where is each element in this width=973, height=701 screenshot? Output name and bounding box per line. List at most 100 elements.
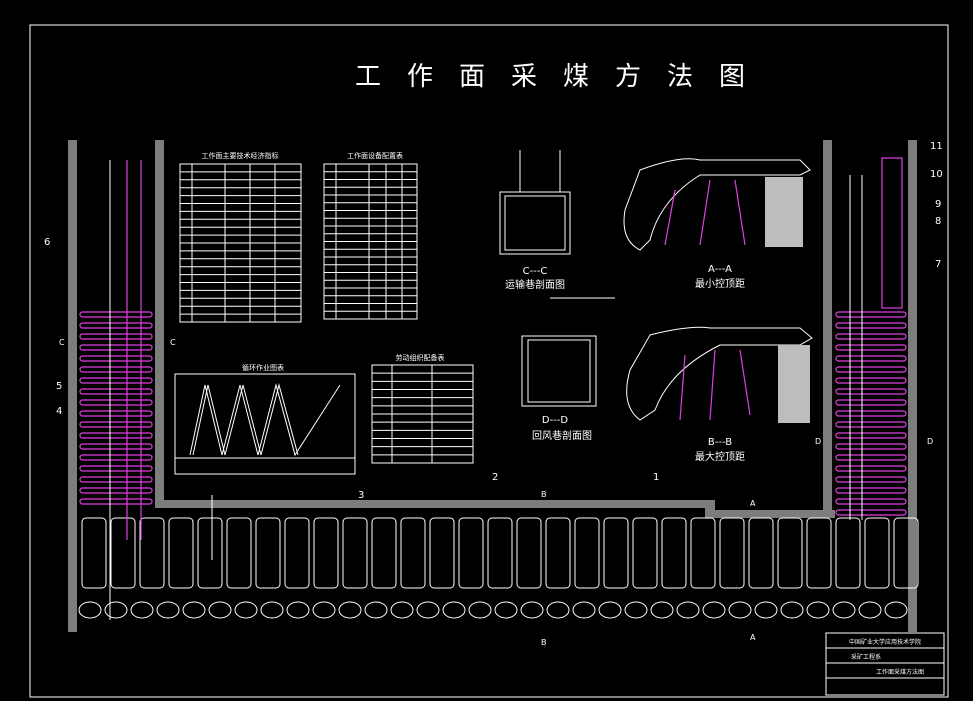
rock-fragment [156, 601, 180, 619]
svg-text:中国矿业大学应用技术学院: 中国矿业大学应用技术学院 [849, 638, 921, 646]
coal-block [458, 517, 484, 589]
support-beam [79, 421, 153, 428]
rock-fragment [572, 601, 596, 619]
support-beam [835, 366, 907, 373]
rock-fragment [676, 601, 700, 619]
support-beam [79, 498, 153, 505]
right-roadway-supports [835, 311, 907, 516]
svg-text:运输巷剖面图: 运输巷剖面图 [505, 278, 565, 291]
svg-text:A---A: A---A [708, 264, 732, 275]
svg-text:11: 11 [930, 141, 943, 152]
rock-fragment [468, 601, 492, 619]
svg-text:工作面主要技术经济指标: 工作面主要技术经济指标 [202, 151, 279, 160]
support-beam [835, 498, 907, 505]
coal-block [777, 517, 803, 589]
coal-block [429, 517, 455, 589]
coal-face [78, 517, 919, 619]
svg-text:8: 8 [935, 216, 941, 227]
title-block: 中国矿业大学应用技术学院 采矿工程系 工作面采煤方法图 [825, 632, 945, 696]
rock-fragment [858, 601, 882, 619]
svg-text:采矿工程系: 采矿工程系 [851, 653, 881, 661]
coal-block [197, 517, 223, 589]
rock-fragment [520, 601, 544, 619]
svg-text:B---B: B---B [708, 437, 732, 448]
table-tech-index: 工作面主要技术经济指标 [179, 151, 302, 323]
svg-text:4: 4 [56, 406, 62, 417]
coal-block [284, 517, 310, 589]
support-beam [79, 388, 153, 395]
rock-fragment [364, 601, 388, 619]
svg-text:D---D: D---D [542, 415, 569, 426]
svg-text:最大控顶距: 最大控顶距 [695, 450, 745, 463]
coal-block [110, 517, 136, 589]
coal-block [168, 517, 194, 589]
svg-text:C---C: C---C [523, 266, 548, 277]
rock-fragment [650, 601, 674, 619]
support-beam [835, 454, 907, 461]
section-bb: B---B 最大控顶距 [626, 326, 813, 463]
support-beam [79, 443, 153, 450]
section-cc: C---C 运输巷剖面图 [499, 150, 571, 291]
support-beam [835, 443, 907, 450]
rock-fragment [104, 601, 128, 619]
support-beam [835, 322, 907, 329]
support-beam [79, 476, 153, 483]
coal-block [371, 517, 397, 589]
chart-cycle: 循环作业图表 [174, 363, 356, 475]
svg-text:A: A [750, 499, 756, 508]
coal-block [632, 517, 658, 589]
svg-text:5: 5 [56, 381, 62, 392]
rock-fragment [234, 601, 258, 619]
support-beam [835, 333, 907, 340]
svg-text:3: 3 [358, 490, 364, 501]
coal-block [690, 517, 716, 589]
coal-block [545, 517, 571, 589]
rock-fragment [832, 601, 856, 619]
coal-block [603, 517, 629, 589]
support-beam [79, 465, 153, 472]
rock-fragment [806, 601, 830, 619]
support-beam [835, 509, 907, 516]
table-equipment: 工作面设备配置表 [323, 151, 418, 320]
support-beam [79, 333, 153, 340]
section-aa: A---A 最小控顶距 [623, 158, 811, 290]
table-personnel: 劳动组织配备表 [371, 353, 474, 464]
support-beam [835, 432, 907, 439]
svg-text:9: 9 [935, 199, 941, 210]
svg-text:B: B [541, 490, 547, 499]
svg-text:2: 2 [492, 472, 498, 483]
support-beam [835, 465, 907, 472]
support-beam [79, 410, 153, 417]
left-roadway-supports [79, 311, 153, 505]
support-beam [835, 487, 907, 494]
svg-text:B: B [541, 638, 547, 647]
support-beam [835, 421, 907, 428]
left-roadway-lines [109, 160, 213, 620]
right-roadway-lines [849, 157, 903, 520]
support-beam [835, 355, 907, 362]
support-beam [79, 322, 153, 329]
support-beam [835, 476, 907, 483]
coal-block [226, 517, 252, 589]
callout-numbers: 1 2 3 4 5 6 7 8 9 10 11 [44, 141, 943, 501]
rock-fragment [130, 601, 154, 619]
coal-block [516, 517, 542, 589]
support-beam [835, 388, 907, 395]
svg-text:D: D [815, 437, 821, 446]
coal-block [487, 517, 513, 589]
svg-text:7: 7 [935, 259, 941, 270]
svg-text:工作面采煤方法图: 工作面采煤方法图 [876, 668, 924, 676]
rock-fragment [780, 601, 804, 619]
support-beam [79, 432, 153, 439]
svg-text:6: 6 [44, 237, 50, 248]
coal-block [806, 517, 832, 589]
coal-block [835, 517, 861, 589]
coal-block [661, 517, 687, 589]
rock-fragment [884, 601, 908, 619]
support-beam [835, 311, 907, 318]
coal-block [748, 517, 774, 589]
svg-text:1: 1 [653, 472, 659, 483]
section-markers: C C B B A A D D [59, 338, 933, 647]
coal-block [574, 517, 600, 589]
